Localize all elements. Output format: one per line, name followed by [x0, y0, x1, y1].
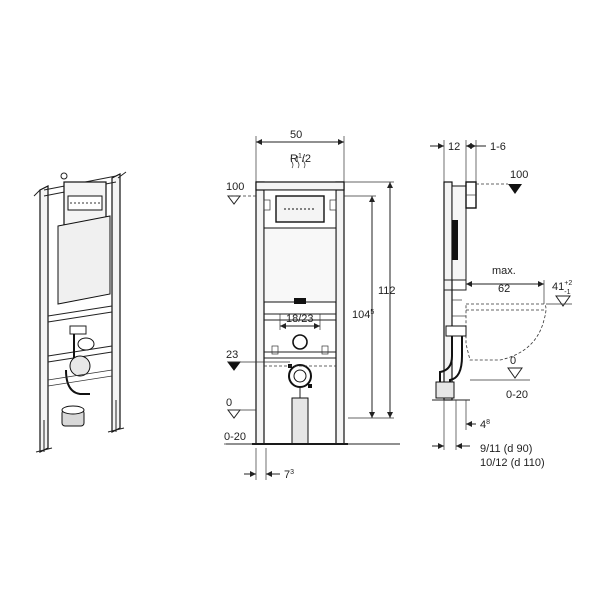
level-23-label: 23 [226, 349, 238, 361]
side-elevation-view: 12 1-6 100 max. 62 41+2-1 0 [430, 140, 572, 469]
level-100-left-label: 100 [226, 181, 244, 193]
height-112-label: 112 [378, 285, 396, 297]
side-12-label: 12 [448, 141, 460, 153]
pipe-d90-label: 9/11 (d 90) [480, 443, 532, 455]
offset-4-label: 48 [480, 419, 490, 431]
level-41-label: 41+2-1 [552, 280, 572, 296]
level-0-right-label: 0 [510, 355, 516, 367]
frame-perspective-view [33, 171, 127, 453]
offset-7-label: 73 [284, 469, 294, 481]
level-0-left-label: 0 [226, 397, 232, 409]
level-100-right-label: 100 [510, 169, 528, 181]
range-18-23-label: 18/23 [286, 313, 314, 325]
front-width-label: 50 [290, 129, 302, 141]
range-0-20-left-label: 0-20 [224, 431, 246, 443]
pipe-d110-label: 10/12 (d 110) [480, 457, 545, 469]
range-0-20-right-label: 0-20 [506, 389, 528, 401]
height-104-label: 1045 [352, 309, 374, 321]
max-label: max. [492, 265, 516, 277]
connection-label: R1/2 [290, 153, 311, 165]
side-1-6-label: 1-6 [490, 141, 506, 153]
depth-62-label: 62 [498, 283, 510, 295]
front-elevation-view: 50 R1/2 18/23 [224, 129, 400, 481]
